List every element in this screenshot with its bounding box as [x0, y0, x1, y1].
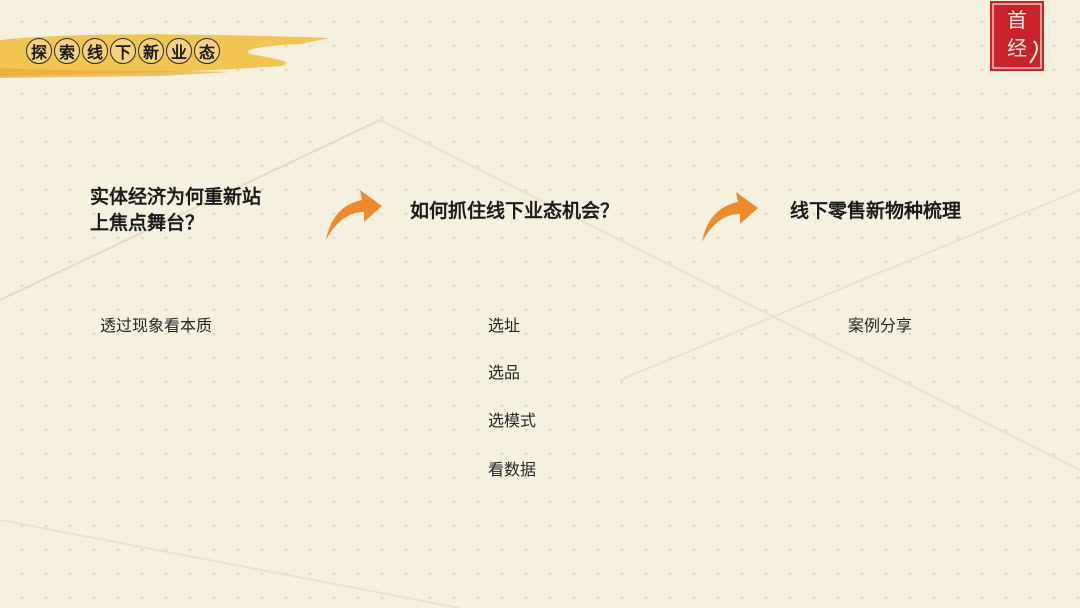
column-2-item: 选址	[488, 316, 521, 335]
curved-arrow-icon	[702, 192, 758, 242]
column-2-item: 选品	[488, 363, 521, 382]
header-title-char: 探	[26, 38, 52, 64]
column-2-item: 看数据	[488, 460, 537, 479]
seal-logo: 首 经	[990, 1, 1044, 71]
curved-arrow-icon	[326, 190, 382, 240]
seal-glyph: 首	[1007, 8, 1027, 32]
header-title-char: 态	[194, 38, 220, 64]
header-title-char: 业	[166, 38, 192, 64]
column-1-item: 透过现象看本质	[100, 316, 213, 335]
header-title-char: 下	[110, 38, 136, 64]
seal-glyph: 经	[1007, 36, 1027, 60]
column-3-item: 案例分享	[848, 316, 913, 335]
column-2-question: 如何抓住线下业态机会？	[410, 200, 620, 222]
header-title: 探 索 线 下 新 业 态	[26, 38, 220, 64]
column-1-question-line1: 实体经济为何重新站	[90, 186, 262, 208]
column-1-question: 实体经济为何重新站 上焦点舞台？	[90, 184, 261, 236]
header-title-char: 线	[82, 38, 108, 64]
header-title-char: 索	[54, 38, 80, 64]
column-1-question-line2: 上焦点舞台？	[90, 212, 205, 234]
column-3-question: 线下零售新物种梳理	[790, 200, 962, 222]
header-title-char: 新	[138, 38, 164, 64]
column-2-item: 选模式	[488, 411, 537, 430]
